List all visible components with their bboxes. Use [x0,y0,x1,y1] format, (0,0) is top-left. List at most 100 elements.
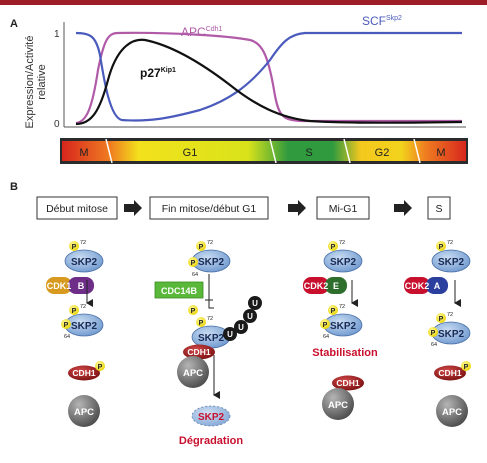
phospho-p72 [436,241,446,251]
stage-arrow-1 [124,200,142,216]
phospho-cdh1 [461,361,471,371]
phospho-label: P [331,308,336,315]
skp2-label: SKP2 [438,257,465,268]
phospho-p64 [428,327,438,337]
degradation-label: Dégradation [179,435,243,447]
ubiquitin-label: U [252,299,258,308]
y-tick-top: 1 [54,29,60,40]
apc-label: APC [183,368,203,379]
p72-label: 72 [447,240,453,246]
p64-label: 64 [192,272,198,278]
scf-skp2-label: SCFSkp2 [362,14,402,28]
apc-complex [436,395,468,427]
phase-label-g1: G1 [183,147,198,159]
phase-labels: M G1 S G2 M [79,147,445,159]
phase-label-m2: M [436,147,445,159]
phase-label-m1: M [79,147,88,159]
scf-skp2-curve [75,31,462,122]
p64-label: 64 [64,334,70,340]
phospho-label: P [72,308,77,315]
phospho-p72 [196,317,206,327]
dephosphorylation-arrow [208,274,214,309]
stage-arrow-3 [394,200,412,216]
panel-a-label: A [10,18,18,30]
p64-label: 64 [431,342,437,348]
stage-box-fin-mitose [149,196,269,220]
cdh1-protein [183,344,215,360]
phospho-label: P [191,308,196,315]
skp2-protein [323,249,363,273]
ubiquitin [234,320,248,334]
apc-complex [177,356,209,388]
column-mi-g1: SKP2 P 72 CDK2 E SKP2 P 72 P 64 Stabilis… [303,240,378,420]
stage-label-debut-mitose: Début mitose [46,203,108,215]
stage-box-mi-g1 [316,196,370,220]
stage-box-s [427,196,451,220]
apc-label: APC [74,407,94,418]
stage-box-debut-mitose [36,196,118,220]
cdk2-protein [404,277,430,294]
cdk2-label: CDK2 [405,281,430,291]
phospho-label: P [191,260,196,267]
skp2-label: SKP2 [71,321,98,332]
ubiquitin-label: U [238,323,244,332]
cyclin-e-protein [325,277,347,294]
p72-label: 72 [447,312,453,318]
phospho-p64 [61,319,71,329]
phospho-p72 [328,305,338,315]
skp2-label: SKP2 [330,257,357,268]
skp2-label: SKP2 [330,321,357,332]
phospho-p64 [188,257,198,267]
apc-label: APC [442,407,462,418]
phospho-p64 [320,319,330,329]
y-axis-label-line1: Expression/Activité [24,36,36,129]
cdk2-protein [303,277,329,294]
phospho-label: P [331,244,336,251]
phase-label-s: S [305,147,312,159]
skp2-label: SKP2 [198,333,225,344]
cdh1-label: CDH1 [336,378,359,388]
cyclin-a-label: A [434,281,441,291]
p27-kip1-label: p27Kip1 [140,66,176,80]
panel-b-label: B [10,181,18,193]
ubiquitin-chain: U U U U [223,296,262,341]
apc-cdh1-curve [75,31,462,125]
ubiquitin [223,327,237,341]
y-tick-bottom: 0 [54,119,60,130]
cdh1-protein [332,375,364,391]
phospho-label: P [72,244,77,251]
p72-label: 72 [339,240,345,246]
stabilisation-label: Stabilisation [312,347,378,359]
p72-label: 72 [207,240,213,246]
ubiquitin [248,296,262,310]
cdk1-label: CDK1 [47,281,72,291]
skp2-label: SKP2 [71,257,98,268]
stage-arrows [124,200,412,216]
p72-label: 72 [339,304,345,310]
p72-label: 72 [207,316,213,322]
phase-dividers [105,138,421,164]
p64-label: 64 [323,334,329,340]
phospho-label: P [64,322,69,329]
cdk1-protein [46,277,72,294]
apc-complex [68,395,100,427]
phospho-released [188,305,198,315]
ubiquitin-label: U [227,330,233,339]
phospho-p72 [328,241,338,251]
phase-bar [62,141,466,161]
phospho-p72 [436,313,446,323]
skp2-label: SKP2 [198,257,225,268]
stage-label-s: S [435,203,442,215]
skp2-protein [64,249,104,273]
phospho-cdh1 [95,361,105,371]
skp2-degraded [191,405,231,427]
phase-label-g2: G2 [375,147,390,159]
phospho-label: P [464,364,469,371]
p27-kip1-curve [75,38,463,126]
p72-label: 72 [80,240,86,246]
apc-complex [322,388,354,420]
y-axis-label-line2: relative [36,64,48,99]
column-s: SKP2 P 72 CDK2 A SKP2 P 72 P 64 CDH1 P A… [404,240,471,427]
